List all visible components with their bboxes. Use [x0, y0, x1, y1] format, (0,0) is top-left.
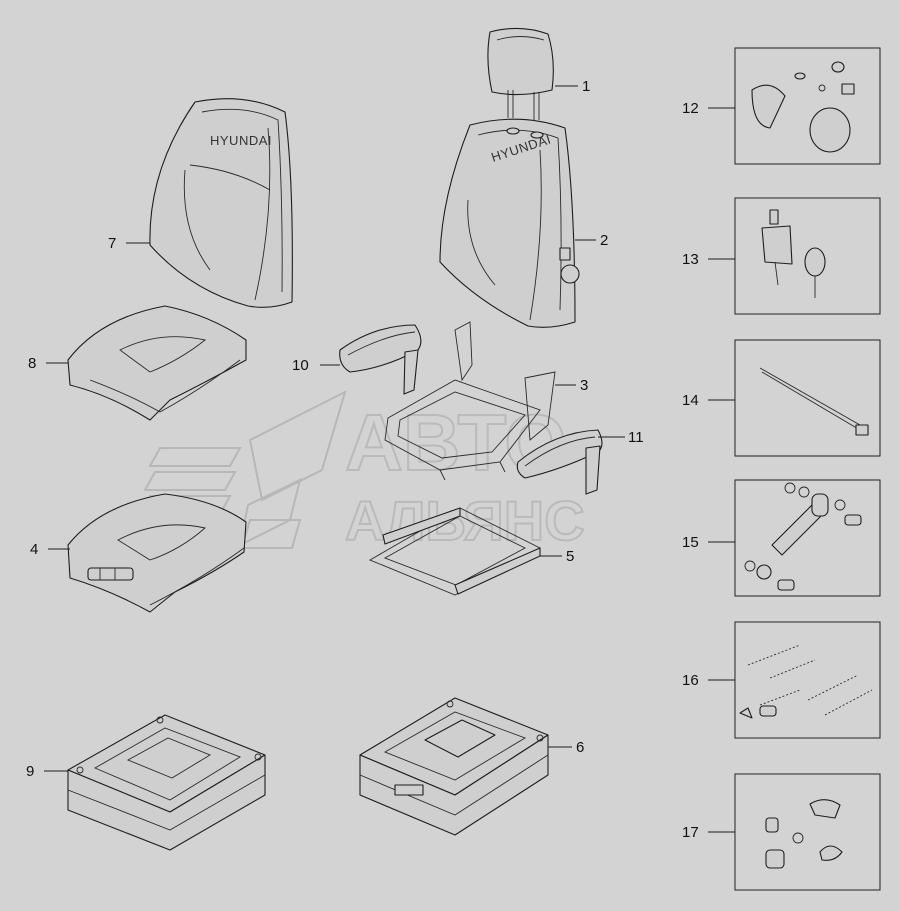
kit-box-13[interactable] [734, 197, 881, 315]
callout-2: 2 [600, 232, 608, 249]
callout-12: 12 [682, 100, 699, 117]
backrest-cover-brand-label: HYUNDAI [210, 133, 272, 148]
callout-5: 5 [566, 548, 574, 565]
callout-14: 14 [682, 392, 699, 409]
callout-13: 13 [682, 251, 699, 268]
watermark-line-2: АЛЬЯНС [345, 489, 585, 552]
callout-6: 6 [576, 739, 584, 756]
suspension-base[interactable] [359, 697, 549, 836]
leader-lines [44, 85, 735, 833]
callout-7: 7 [108, 235, 116, 252]
callout-17: 17 [682, 824, 699, 841]
seat-back[interactable]: HYUNDAI [439, 118, 580, 328]
cushion-frame[interactable] [368, 507, 541, 596]
callout-15: 15 [682, 534, 699, 551]
left-armrest[interactable] [339, 324, 422, 395]
kit-box-15[interactable] [734, 479, 881, 597]
kit-box-16[interactable] [734, 621, 881, 739]
right-armrest[interactable] [516, 429, 603, 495]
cushion-cover[interactable] [67, 305, 247, 421]
callout-10: 10 [292, 357, 309, 374]
kit-box-12[interactable] [734, 47, 881, 165]
callout-11: 11 [628, 429, 644, 446]
callout-labels: 1 2 3 4 5 6 7 8 9 10 11 12 13 14 15 16 1… [26, 78, 699, 841]
kit-box-14[interactable] [734, 339, 881, 457]
callout-3: 3 [580, 377, 588, 394]
callout-9: 9 [26, 763, 34, 780]
backrest-cover[interactable]: HYUNDAI [149, 98, 293, 308]
base-cover[interactable] [67, 714, 266, 851]
callout-8: 8 [28, 355, 36, 372]
kit-box-17[interactable] [734, 773, 881, 891]
headrest[interactable] [487, 27, 554, 120]
callout-4: 4 [30, 541, 38, 558]
seat-frame[interactable] [384, 321, 556, 481]
callout-1: 1 [582, 78, 590, 95]
seat-cushion[interactable] [67, 493, 247, 613]
callout-16: 16 [682, 672, 699, 689]
